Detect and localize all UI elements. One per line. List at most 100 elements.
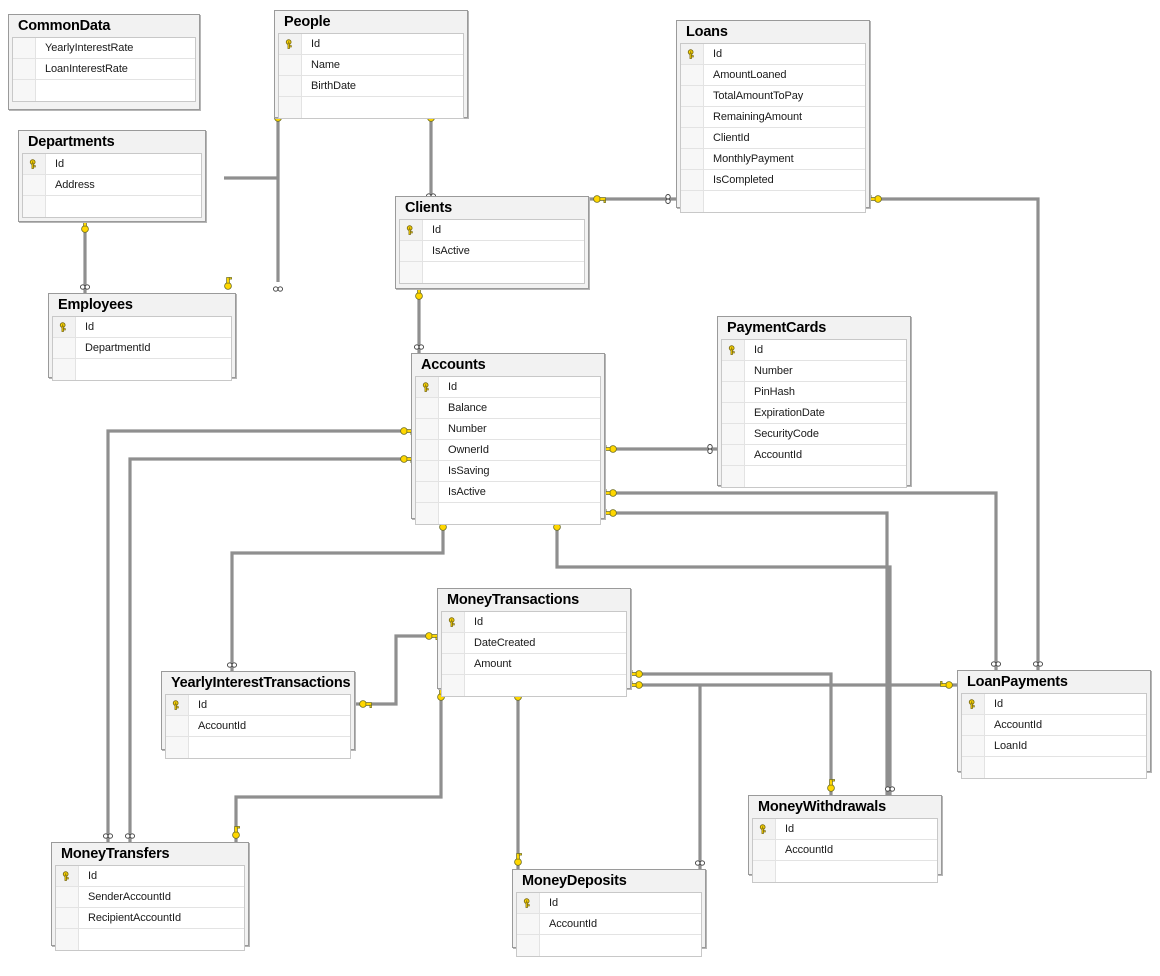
field-row[interactable]: MonthlyPayment	[681, 149, 865, 170]
field-row[interactable]: IsCompleted	[681, 170, 865, 191]
field-row[interactable]: DepartmentId	[53, 338, 231, 359]
field-row[interactable]: Id	[53, 317, 231, 338]
field-row-empty[interactable]	[13, 80, 195, 101]
field-name: MonthlyPayment	[713, 153, 794, 165]
field-row[interactable]: Id	[442, 612, 626, 633]
field-gutter	[13, 80, 36, 101]
field-gutter	[400, 241, 423, 261]
field-row[interactable]: PinHash	[722, 382, 906, 403]
field-gutter	[53, 338, 76, 358]
field-row[interactable]: IsActive	[400, 241, 584, 262]
field-name: AccountId	[785, 844, 834, 856]
field-row-empty[interactable]	[442, 675, 626, 696]
field-name: BirthDate	[311, 80, 356, 92]
field-row[interactable]: Number	[722, 361, 906, 382]
table-title-employees: Employees	[58, 297, 133, 313]
field-row[interactable]: Id	[517, 893, 701, 914]
field-gutter	[416, 482, 439, 502]
field-gutter	[23, 196, 46, 217]
field-row-empty[interactable]	[166, 737, 350, 758]
field-row[interactable]: AccountId	[962, 715, 1146, 736]
field-row[interactable]: Id	[400, 220, 584, 241]
field-row-empty[interactable]	[400, 262, 584, 283]
field-row[interactable]: Id	[753, 819, 937, 840]
field-row[interactable]: IsSaving	[416, 461, 600, 482]
field-name: Id	[713, 48, 722, 60]
field-row[interactable]: RemainingAmount	[681, 107, 865, 128]
field-row[interactable]: Id	[56, 866, 244, 887]
field-row[interactable]: Amount	[442, 654, 626, 675]
field-row[interactable]: AccountId	[722, 445, 906, 466]
field-row-empty[interactable]	[681, 191, 865, 212]
field-row[interactable]: AccountId	[753, 840, 937, 861]
field-gutter	[416, 440, 439, 460]
field-gutter	[416, 419, 439, 439]
field-row[interactable]: SecurityCode	[722, 424, 906, 445]
field-row[interactable]: Id	[279, 34, 463, 55]
field-row-empty[interactable]	[517, 935, 701, 956]
field-gutter	[279, 97, 302, 118]
field-gutter	[753, 861, 776, 882]
field-row[interactable]: ClientId	[681, 128, 865, 149]
field-row[interactable]: AccountId	[166, 716, 350, 737]
field-row-empty[interactable]	[53, 359, 231, 380]
field-row[interactable]: Balance	[416, 398, 600, 419]
field-row-empty[interactable]	[962, 757, 1146, 778]
table-title-departments: Departments	[28, 134, 115, 150]
field-name: IsActive	[432, 245, 470, 257]
field-row[interactable]: SenderAccountId	[56, 887, 244, 908]
field-gutter	[53, 359, 76, 380]
field-row[interactable]: TotalAmountToPay	[681, 86, 865, 107]
field-row[interactable]: LoanId	[962, 736, 1146, 757]
field-row[interactable]: Address	[23, 175, 201, 196]
field-row[interactable]: Id	[416, 377, 600, 398]
field-row[interactable]: OwnerId	[416, 440, 600, 461]
field-row[interactable]: Id	[722, 340, 906, 361]
field-row-empty[interactable]	[416, 503, 600, 524]
table-title-moneytransfers: MoneyTransfers	[61, 846, 170, 862]
field-row[interactable]: Name	[279, 55, 463, 76]
field-row-empty[interactable]	[23, 196, 201, 217]
field-name: Id	[448, 381, 457, 393]
field-name: Id	[198, 699, 207, 711]
field-name: AccountId	[549, 918, 598, 930]
field-row-empty[interactable]	[279, 97, 463, 118]
field-row[interactable]: LoanInterestRate	[13, 59, 195, 80]
field-row[interactable]: Number	[416, 419, 600, 440]
field-name: LoanId	[994, 740, 1028, 752]
field-name: TotalAmountToPay	[713, 90, 804, 102]
field-row[interactable]: Id	[962, 694, 1146, 715]
field-row-empty[interactable]	[722, 466, 906, 487]
field-row[interactable]: IsActive	[416, 482, 600, 503]
field-row[interactable]: Id	[166, 695, 350, 716]
field-row-empty[interactable]	[753, 861, 937, 882]
field-row[interactable]: YearlyInterestRate	[13, 38, 195, 59]
field-row[interactable]: ExpirationDate	[722, 403, 906, 424]
field-row[interactable]: AmountLoaned	[681, 65, 865, 86]
field-row[interactable]: DateCreated	[442, 633, 626, 654]
field-row-empty[interactable]	[56, 929, 244, 950]
field-row[interactable]: BirthDate	[279, 76, 463, 97]
field-row[interactable]: RecipientAccountId	[56, 908, 244, 929]
field-row[interactable]: Id	[23, 154, 201, 175]
field-row[interactable]: AccountId	[517, 914, 701, 935]
field-name: DepartmentId	[85, 342, 151, 354]
field-row[interactable]: Id	[681, 44, 865, 65]
